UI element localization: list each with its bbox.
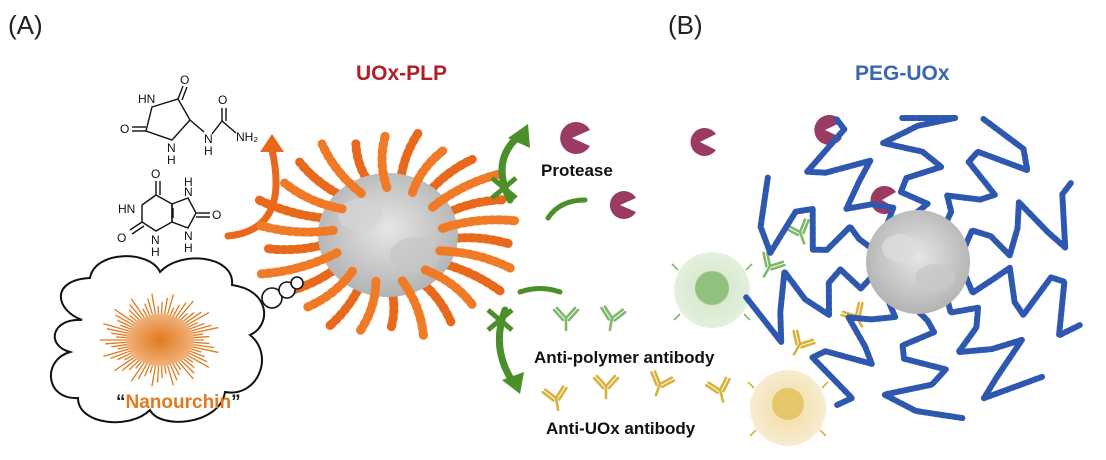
peg-chain [880, 115, 959, 215]
svg-text:H: H [167, 153, 176, 167]
conversion-arrow [224, 134, 284, 240]
polymer-spike [253, 220, 338, 237]
polymer-spike [354, 276, 381, 337]
close-quote: ” [231, 392, 241, 413]
polymer-spike [317, 139, 366, 198]
polymer-spike [256, 248, 342, 279]
svg-text:O: O [212, 208, 221, 222]
svg-text:O: O [180, 73, 189, 87]
polymer-spike [435, 246, 516, 273]
antibody [600, 305, 627, 332]
svg-text:O: O [151, 167, 160, 181]
polymer-spike [377, 131, 392, 193]
svg-text:O: O [117, 231, 126, 245]
panel-label-a: (A) [8, 10, 43, 40]
svg-text:H: H [204, 144, 213, 158]
chem-structure-bottom [129, 181, 210, 235]
peg-chain [962, 179, 1075, 259]
polymer-spike [420, 265, 477, 309]
protease-label: Protease [541, 161, 613, 180]
peg-uox-title: PEG-UOx [855, 62, 950, 85]
svg-text:HN: HN [118, 202, 135, 216]
svg-text:N: N [151, 233, 160, 247]
antibody [592, 374, 620, 400]
antibody [784, 218, 810, 245]
peg-chain [945, 299, 1045, 402]
immune-cell-green [671, 252, 753, 328]
svg-text:O: O [218, 93, 227, 107]
peg-chain [943, 115, 1031, 225]
polymer-spike [280, 178, 347, 214]
svg-text:N: N [184, 185, 193, 199]
svg-text:N: N [167, 141, 176, 155]
thought-bubbles [261, 276, 304, 309]
uox-plp-nanoparticle [253, 129, 522, 340]
polymer-spike [303, 266, 357, 312]
peg-chain [743, 266, 874, 345]
peg-chain [962, 264, 1084, 339]
polymer-spike [397, 276, 428, 340]
nanourchin-image [99, 293, 219, 387]
protease-block-arrow [490, 124, 588, 221]
polymer-spike [437, 215, 522, 233]
panel-label-b: (B) [668, 10, 703, 40]
antibody [705, 376, 731, 403]
chem-bottom-labels: O HN O N H N H N H O [117, 167, 221, 259]
svg-text:O: O [120, 122, 129, 136]
peg-chain [804, 115, 897, 225]
svg-text:NH₂: NH₂ [236, 130, 258, 144]
antibody [541, 385, 568, 412]
peg-chain [881, 309, 967, 422]
anti-uox-antibody-label: Anti-UOx antibody [546, 419, 696, 438]
antibody [762, 251, 786, 278]
nanourchin-caption: “Nanourchin” [116, 392, 241, 414]
open-quote: “ [116, 392, 126, 413]
nanourchin-word: Nanourchin [125, 392, 232, 413]
uox-plp-title: UOx-PLP [356, 62, 448, 85]
svg-text:H: H [184, 175, 193, 189]
peg-chain [757, 174, 874, 256]
antibody-block-arrow [486, 286, 563, 394]
chem-structure-top [132, 85, 237, 141]
peg-uox-nanoparticle [743, 115, 1084, 422]
chem-top-labels: HN O O N H N H O NH₂ [120, 73, 258, 167]
peg-chain [809, 299, 899, 409]
protease-2 [609, 191, 636, 219]
protease-1 [560, 122, 590, 154]
polymer-spike [428, 169, 504, 212]
svg-text:HN: HN [138, 92, 155, 106]
svg-text:H: H [151, 245, 160, 259]
protease-3 [690, 128, 716, 157]
anti-polymer-antibody-label: Anti-polymer antibody [534, 348, 715, 367]
polymer-spike [408, 146, 448, 197]
antibody [792, 329, 816, 356]
immune-cell-gold [747, 370, 829, 446]
antibody [650, 370, 676, 397]
antibody [552, 306, 580, 332]
svg-text:N: N [184, 229, 193, 243]
svg-text:H: H [184, 241, 193, 255]
svg-text:N: N [204, 132, 213, 146]
